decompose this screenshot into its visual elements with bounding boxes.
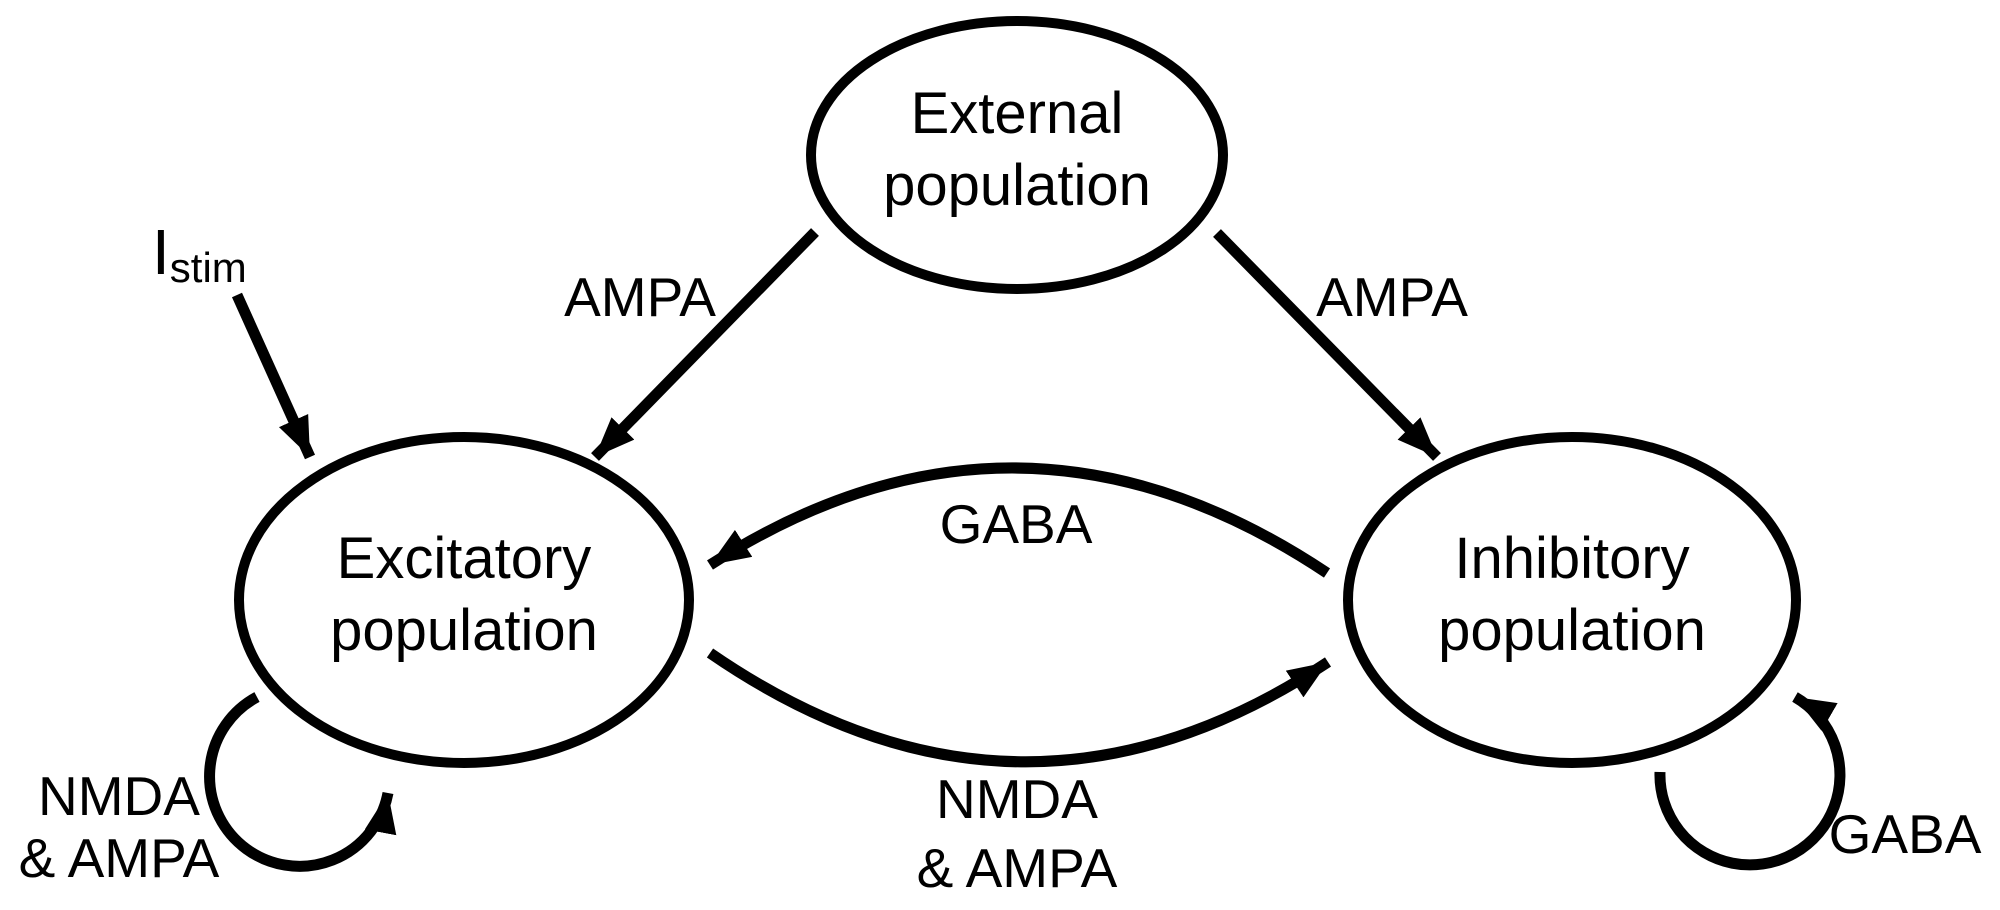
- inhibitory-to-excitatory-arrow: [707, 462, 1331, 578]
- external-population-node: [806, 16, 1228, 294]
- excitatory-self-label-line1: NMDA: [38, 765, 200, 827]
- ampa-right-label: AMPA: [1316, 266, 1468, 328]
- stim-symbol: I: [152, 216, 170, 288]
- inhibitory-population-node: [1343, 432, 1801, 768]
- excitatory-to-inhibitory-arrow: [706, 648, 1332, 768]
- nmda-ampa-middle-label-line1: NMDA: [936, 768, 1098, 830]
- stim-subscript: stim: [170, 244, 247, 291]
- inhibitory-self-label: GABA: [1829, 803, 1982, 865]
- nmda-ampa-middle-label-line2: & AMPA: [917, 837, 1118, 899]
- external-population-label-line2: population: [883, 153, 1151, 218]
- excitatory-self-loop-arrow: [204, 692, 397, 872]
- excitatory-population-label-line1: Excitatory: [337, 526, 592, 591]
- gaba-middle-label: GABA: [940, 493, 1093, 555]
- stim-input-label: Istim: [152, 216, 247, 291]
- ampa-left-label-text: AMPA: [564, 266, 716, 328]
- inhibitory-population-label-line1: Inhibitory: [1454, 526, 1689, 591]
- excitatory-population-node: [234, 432, 694, 768]
- excitatory-population-label-line2: population: [330, 598, 598, 663]
- inhibitory-population-label-line2: population: [1438, 598, 1706, 663]
- external-to-inhibitory-arrow: [1213, 229, 1441, 461]
- stim-input-arrow: [231, 292, 316, 460]
- external-population-label-line1: External: [911, 81, 1124, 146]
- inhibitory-self-loop-arrow: [1654, 692, 1846, 871]
- external-to-excitatory-arrow: [591, 228, 819, 461]
- excitatory-self-label-line2: & AMPA: [19, 827, 220, 889]
